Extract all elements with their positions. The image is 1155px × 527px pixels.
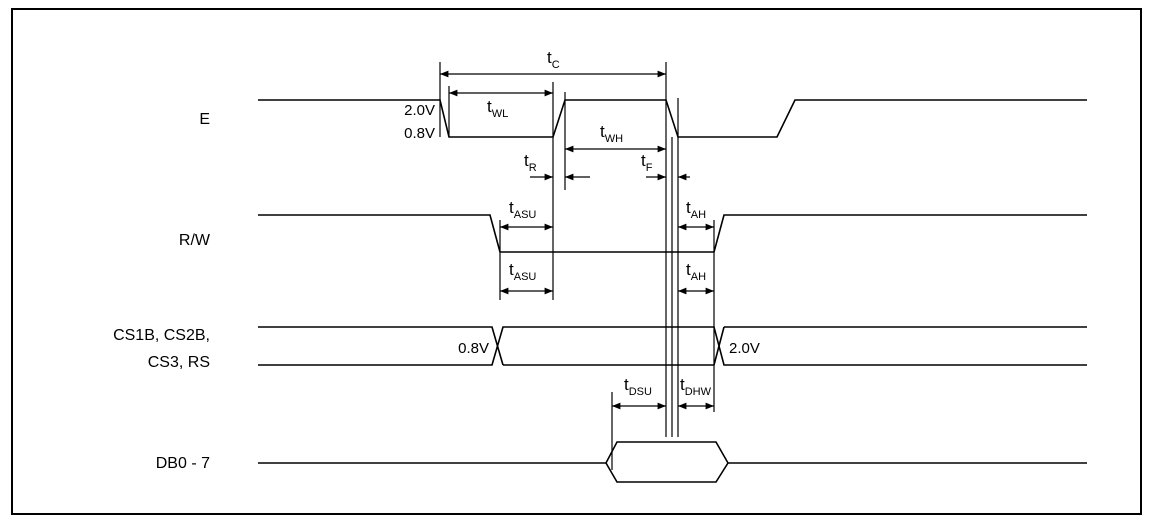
- label-tr-sub: R: [529, 162, 537, 174]
- label-tdhw: tDHW: [680, 375, 712, 398]
- signal-label-rw: R/W: [179, 232, 211, 249]
- db-waveform-left: [258, 441, 1087, 464]
- label-tf-sub: F: [646, 162, 653, 174]
- signal-label-cs-line2: CS3, RS: [148, 354, 210, 371]
- label-tah-1-t: t: [686, 198, 691, 217]
- label-tc-sub: C: [552, 59, 560, 71]
- threshold-cs-high: 2.0V: [729, 340, 760, 357]
- signal-label-e: E: [199, 111, 210, 128]
- label-tr: tR: [524, 151, 537, 174]
- label-twl-t: t: [487, 97, 492, 116]
- threshold-cs-low: 0.8V: [458, 340, 489, 357]
- label-tdsu-sub: DSU: [629, 386, 652, 398]
- threshold-e-high: 2.0V: [404, 102, 435, 119]
- db-waveform-bottom: [605, 462, 729, 483]
- label-tc-t: t: [547, 48, 552, 67]
- label-tasu-2: tASU: [509, 260, 536, 283]
- label-twh-sub: WH: [605, 133, 623, 145]
- label-tr-t: t: [524, 151, 529, 170]
- cs-waveform-bottom: [258, 326, 1087, 366]
- label-tc: tC: [547, 48, 560, 71]
- label-twh: tWH: [600, 122, 623, 145]
- signal-label-cs-line1: CS1B, CS2B,: [113, 327, 210, 344]
- cs-waveform-top: [258, 326, 504, 366]
- label-tdhw-t: t: [680, 375, 685, 394]
- rw-waveform-rise: [713, 214, 1087, 253]
- label-tdhw-sub: DHW: [685, 386, 712, 398]
- rw-waveform-high: [258, 214, 501, 253]
- cs-waveform-top-right: [713, 326, 725, 366]
- label-tasu-2-sub: ASU: [514, 271, 537, 283]
- label-tah-2-t: t: [686, 260, 691, 279]
- threshold-e-low: 0.8V: [404, 125, 435, 142]
- label-tf-t: t: [641, 151, 646, 170]
- label-tf: tF: [641, 151, 653, 174]
- label-tasu-1: tASU: [509, 198, 536, 221]
- label-tdsu: tDSU: [624, 375, 652, 398]
- label-tah-1: tAH: [686, 198, 706, 221]
- label-tasu-1-sub: ASU: [514, 209, 537, 221]
- label-tdsu-t: t: [624, 375, 629, 394]
- e-waveform: [258, 99, 1087, 138]
- diagram-frame: [11, 8, 1142, 515]
- label-tasu-2-t: t: [509, 260, 514, 279]
- label-twh-t: t: [600, 122, 605, 141]
- label-tah-2-sub: AH: [691, 271, 706, 283]
- label-twl: tWL: [487, 97, 508, 120]
- label-tasu-1-t: t: [509, 198, 514, 217]
- signal-label-db: DB0 - 7: [156, 455, 210, 472]
- label-tah-2: tAH: [686, 260, 706, 283]
- label-twl-sub: WL: [492, 108, 509, 120]
- label-tah-1-sub: AH: [691, 209, 706, 221]
